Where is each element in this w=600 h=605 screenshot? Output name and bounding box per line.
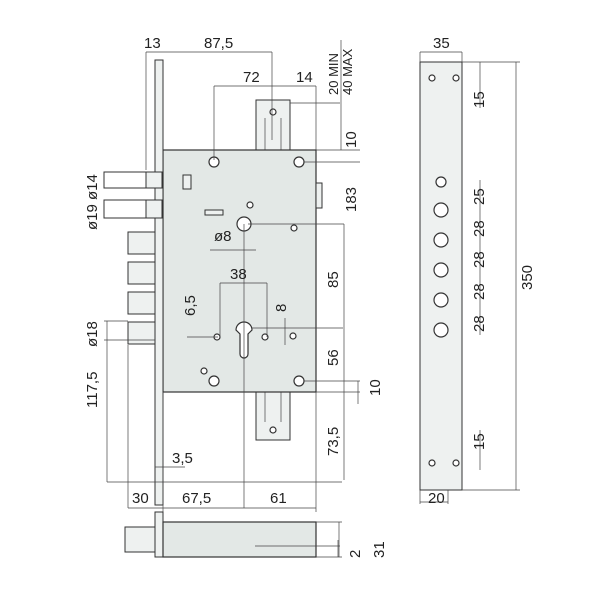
top-strike-plate	[255, 99, 291, 153]
dim-bolt-throw: 30	[132, 490, 149, 507]
dim-min: 20 MIN	[326, 53, 341, 95]
dim-gap-2: 28	[471, 251, 488, 268]
dim-height: 183	[343, 187, 360, 212]
dim-cylinder-spacing: 38	[230, 266, 247, 283]
dim-first-gap: 25	[471, 188, 488, 205]
dim-thickness: 31	[371, 541, 388, 558]
screw-holes	[200, 156, 305, 387]
deadbolts	[103, 171, 163, 345]
front-view: 13 87,5 72 14 20 MIN 40 MAX 10 183 85 56…	[84, 35, 384, 512]
dim-length: 350	[519, 265, 536, 290]
dim-latch-diameter: ø18	[84, 321, 101, 347]
side-view: 35 15 25 28 28 28 28 350 15 20	[419, 35, 536, 507]
bottom-view: 2 31	[124, 511, 388, 558]
dimension-lines	[104, 40, 360, 512]
dim-latch-height: 117,5	[84, 372, 101, 408]
dim-lower: 56	[325, 349, 342, 366]
dim-width: 35	[433, 35, 450, 52]
dim-faceplate: 13	[144, 35, 161, 52]
dim-spindle: ø8	[214, 228, 232, 245]
dim-strike-bottom: 73,5	[325, 427, 342, 456]
dim-top-margin: 15	[471, 91, 488, 108]
dim-hole-right: 8	[273, 304, 290, 312]
faceplate	[154, 59, 164, 506]
dim-bottom-margin: 15	[471, 433, 488, 450]
dim-gap-1: 28	[471, 220, 488, 237]
dim-hole-left: 6,5	[182, 295, 199, 316]
dim-top-gap: 10	[343, 131, 360, 148]
dim-bottom-width: 20	[428, 490, 445, 507]
dim-bottom-gap: 10	[367, 379, 384, 396]
dim-case-depth: 61	[270, 490, 287, 507]
dim-max: 40 MAX	[340, 48, 355, 95]
dim-upper: 85	[325, 271, 342, 288]
dim-backset-total: 87,5	[204, 35, 233, 52]
dim-plate-thickness: 3,5	[172, 450, 193, 467]
dim-screw-spacing: 72	[243, 69, 260, 86]
dim-backset: 67,5	[182, 490, 211, 507]
dim-bolt-diameters: ø19 ø14	[84, 174, 101, 230]
dim-offset: 14	[296, 69, 313, 86]
dim-gap-4: 28	[471, 315, 488, 332]
dim-gap-3: 28	[471, 283, 488, 300]
dim-inner: 2	[347, 550, 364, 558]
side-holes	[428, 74, 460, 467]
